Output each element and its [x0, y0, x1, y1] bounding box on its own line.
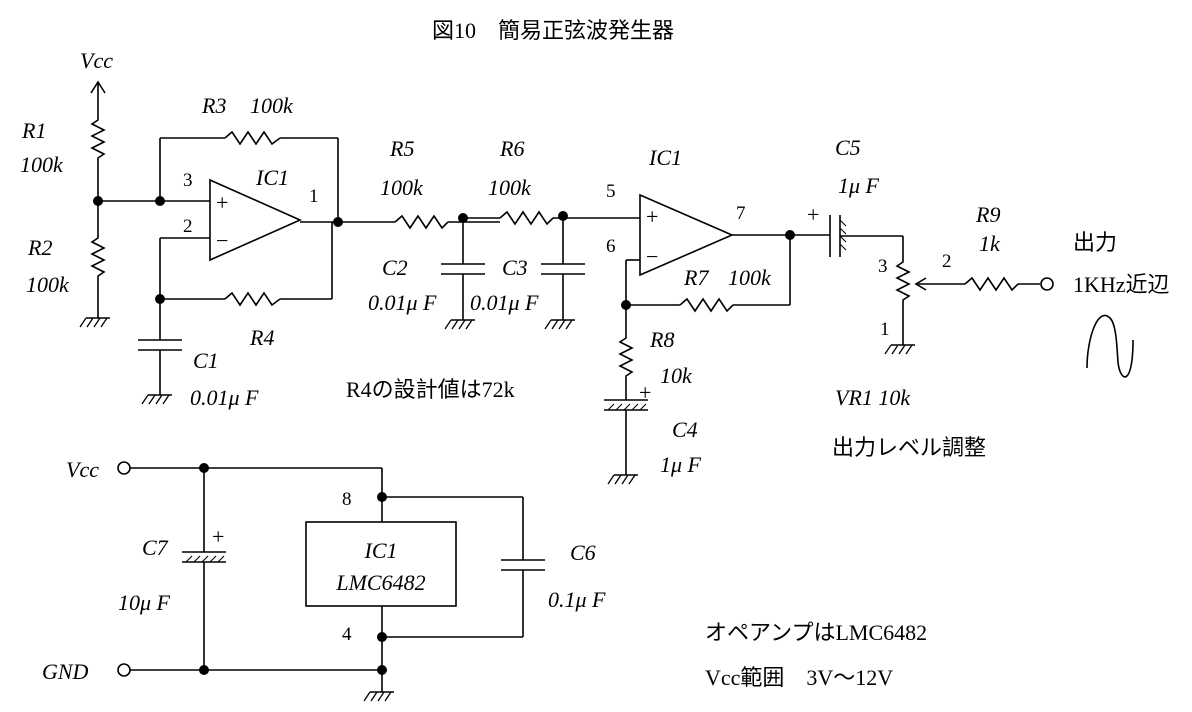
c7-label: C7: [142, 535, 169, 560]
c5-label: C5: [835, 135, 861, 160]
gnd-terminal: [117, 663, 131, 677]
r1-value: 100k: [20, 152, 64, 177]
vcc-top-label: Vcc: [80, 48, 113, 73]
vcc-range-note: Vcc範囲 3V〜12V: [705, 665, 893, 690]
pin-7-label: 7: [736, 203, 746, 224]
vcc-arrow: [90, 80, 106, 112]
vcc-bottom-label: Vcc: [66, 457, 99, 482]
r9-resistor: [964, 276, 1019, 292]
ic1-2-plus: +: [646, 204, 658, 229]
r6-resistor: [499, 210, 554, 226]
r2-resistor: [90, 230, 106, 310]
c5-plus: +: [807, 202, 819, 227]
vcc-terminal: [117, 461, 131, 475]
ic1-1-minus: −: [216, 228, 228, 253]
pin-1-label: 1: [309, 186, 319, 207]
vr-pin-3-label: 3: [878, 256, 888, 277]
r5-resistor: [394, 214, 449, 230]
r5-label: R5: [389, 136, 414, 161]
pin-5-label: 5: [606, 181, 616, 202]
ic1-2-label: IC1: [648, 145, 682, 170]
c7-value: 10μ F: [118, 590, 171, 615]
diagram-title: 図10 簡易正弦波発生器: [432, 18, 674, 43]
c7-plus: +: [212, 524, 224, 549]
c2-label: C2: [382, 255, 408, 280]
vr1-wiper-arrow-icon: [914, 277, 927, 291]
c3-label: C3: [502, 255, 528, 280]
vr1-label: VR1 10k: [835, 385, 911, 410]
r2-label: R2: [27, 235, 52, 260]
c6-capacitor: [501, 559, 545, 571]
ic1-package-box: [305, 521, 457, 607]
c2-capacitor: [441, 263, 485, 275]
c6-label: C6: [570, 540, 596, 565]
c6-value: 0.1μ F: [548, 587, 606, 612]
r6-value: 100k: [488, 175, 532, 200]
level-adjust-label: 出力レベル調整: [832, 435, 986, 460]
output-frequency: 1KHz近辺: [1073, 272, 1170, 297]
pin-8-label: 8: [342, 489, 352, 510]
pin-2-label: 2: [183, 216, 193, 237]
r7-value: 100k: [728, 265, 772, 290]
c1-capacitor: [138, 339, 182, 351]
r1-resistor: [90, 112, 106, 166]
c2-ground-icon: [444, 319, 476, 330]
r3-value: 100k: [250, 93, 294, 118]
ic1-part-number: LMC6482: [335, 570, 425, 595]
sine-wave-icon: [1086, 314, 1134, 378]
r2-value: 100k: [26, 272, 70, 297]
ic1-opamp-2: [639, 193, 735, 277]
c1-label: C1: [193, 348, 219, 373]
r4-label: R4: [249, 325, 274, 350]
ic1-1-plus: +: [216, 190, 228, 215]
ic1-opamp-1: [209, 178, 302, 262]
r3-label: R3: [201, 93, 226, 118]
c1-value: 0.01μ F: [190, 385, 259, 410]
c4-label: C4: [672, 417, 698, 442]
r7-resistor: [679, 297, 734, 313]
c5-value: 1μ F: [838, 173, 880, 198]
ic1-1-label: IC1: [255, 165, 289, 190]
r4-design-note: R4の設計値は72k: [346, 377, 515, 402]
c3-value: 0.01μ F: [470, 290, 539, 315]
c2-value: 0.01μ F: [368, 290, 437, 315]
r3-resistor: [224, 130, 281, 146]
r1-label: R1: [21, 118, 46, 143]
ic1-package-label: IC1: [364, 538, 398, 563]
c3-capacitor: [541, 263, 585, 275]
r9-label: R9: [975, 202, 1000, 227]
c4-plus: +: [639, 380, 651, 405]
vr1-potentiometer: [895, 256, 911, 345]
output-terminal: [1040, 277, 1054, 291]
r5-value: 100k: [380, 175, 424, 200]
pin-4-label: 4: [342, 624, 352, 645]
r2-ground-icon: [79, 317, 111, 328]
c4-value: 1μ F: [660, 452, 702, 477]
r8-resistor: [618, 332, 634, 400]
r8-value: 10k: [660, 363, 693, 388]
vr-pin-1-label: 1: [880, 319, 890, 340]
r8-label: R8: [649, 327, 674, 352]
ic1-2-minus: −: [646, 244, 658, 269]
gnd-label: GND: [42, 659, 89, 684]
c4-ground-icon: [607, 474, 639, 485]
r9-value: 1k: [979, 231, 1001, 256]
pin-3-label: 3: [183, 170, 193, 191]
pin-6-label: 6: [606, 236, 616, 257]
main-ground-icon: [363, 691, 395, 702]
vr1-ground-icon: [884, 344, 916, 355]
vr-pin-2-label: 2: [942, 251, 952, 272]
c7-capacitor: [182, 551, 226, 563]
c3-ground-icon: [544, 319, 576, 330]
r7-label: R7: [683, 265, 709, 290]
r6-label: R6: [499, 136, 524, 161]
opamp-note: オペアンプはLMC6482: [705, 620, 927, 645]
r4-resistor: [224, 291, 281, 307]
c1-ground-icon: [141, 394, 173, 405]
output-label: 出力: [1073, 230, 1117, 255]
